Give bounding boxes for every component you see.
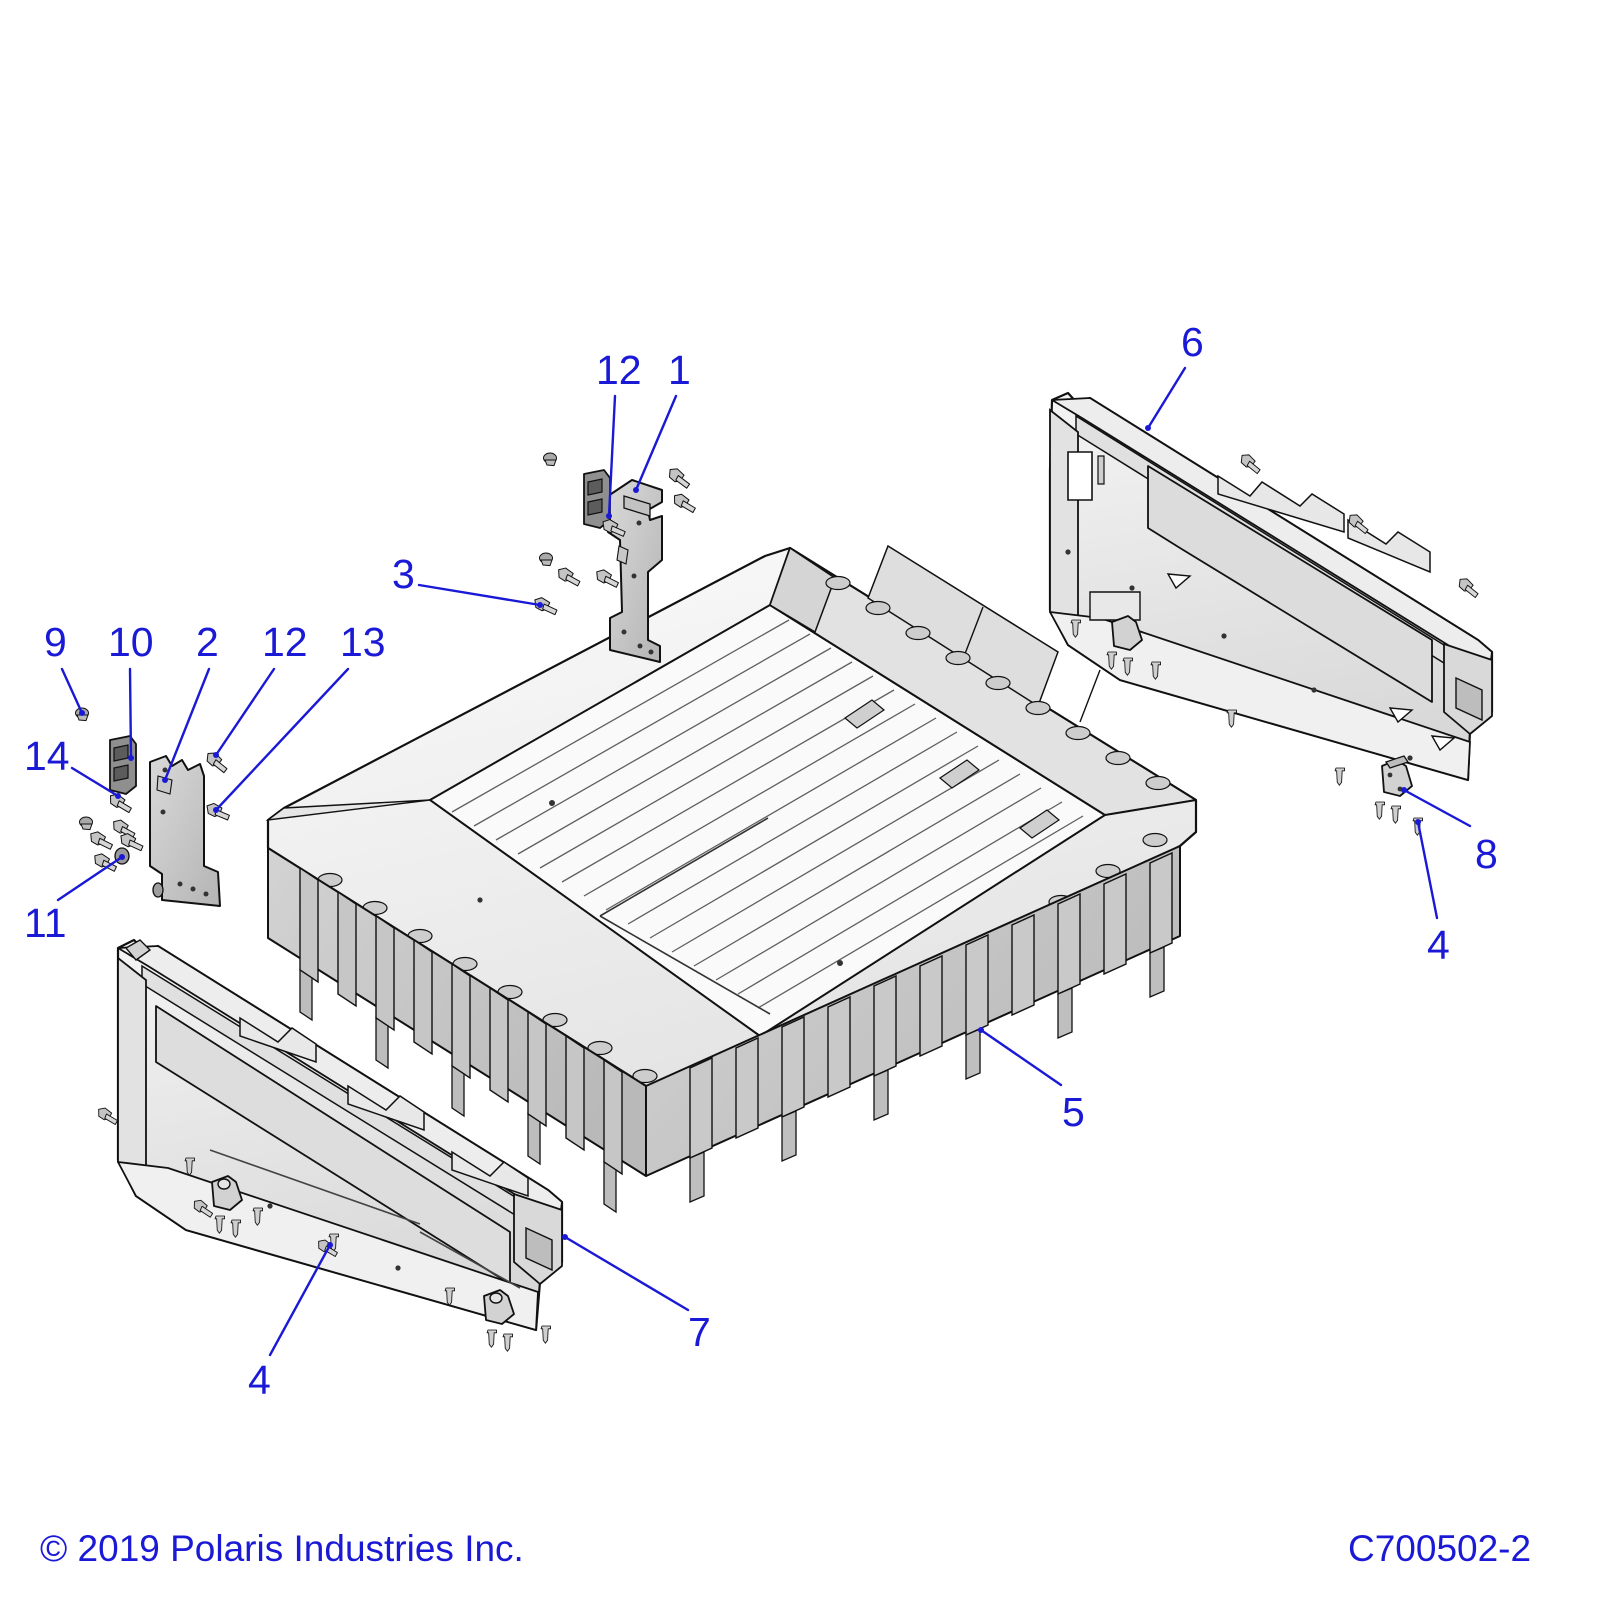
callout-5-tip [978, 1027, 984, 1033]
callout-12-top[interactable]: 12 [596, 347, 642, 393]
callout-4-right[interactable]: 4 [1427, 922, 1450, 968]
callout-11[interactable]: 11 [24, 900, 67, 946]
callout-leader-dots [79, 425, 1421, 1248]
callout-9-tip [79, 710, 85, 716]
callout-8-leader [1402, 788, 1472, 828]
callout-12-left-tip [213, 752, 219, 758]
callout-10-leader [128, 667, 133, 760]
callout-7[interactable]: 7 [688, 1309, 711, 1355]
callout-13-leader [214, 667, 350, 812]
callout-10[interactable]: 10 [108, 619, 154, 665]
callout-6[interactable]: 6 [1181, 319, 1204, 365]
callout-8[interactable]: 8 [1475, 831, 1498, 877]
callout-11-leader [56, 855, 124, 902]
callout-1-tip [633, 487, 639, 493]
callout-2[interactable]: 2 [196, 619, 219, 665]
part-side-panel-right [1048, 391, 1494, 782]
callout-7-tip [562, 1234, 568, 1240]
part-front-bracket-left [75, 707, 232, 907]
callout-9-leader [60, 667, 84, 715]
callout-14[interactable]: 14 [24, 733, 70, 779]
callout-12-top-tip [606, 513, 612, 519]
callout-3-leader [417, 583, 542, 607]
callout-1[interactable]: 1 [668, 347, 691, 393]
callout-14-tip [115, 793, 121, 799]
callout-3-tip [537, 602, 543, 608]
callout-6-leader [1146, 366, 1187, 430]
callout-3[interactable]: 3 [392, 551, 415, 597]
callout-leader-lines [56, 366, 1472, 1357]
callout-4-right-tip [1415, 819, 1421, 825]
part-cargo-box-bed [265, 544, 1198, 1214]
callout-9[interactable]: 9 [44, 619, 67, 665]
part-mounting-clips-left [95, 1105, 551, 1352]
callout-13-tip [213, 807, 219, 813]
callout-8-tip [1401, 787, 1407, 793]
callout-11-tip [119, 854, 125, 860]
callout-5-leader [979, 1028, 1063, 1087]
part-front-bracket-right [531, 452, 699, 663]
callout-2-tip [162, 777, 168, 783]
callout-7-leader [563, 1235, 690, 1312]
callout-5[interactable]: 5 [1062, 1089, 1085, 1135]
callout-1-leader [634, 394, 678, 492]
part-side-panel-left [116, 938, 564, 1332]
callout-4-left[interactable]: 4 [248, 1357, 271, 1403]
screws-right-panel [1070, 451, 1483, 728]
callout-12-top-leader [607, 394, 617, 518]
copyright-notice: © 2019 Polaris Industries Inc. [40, 1528, 524, 1569]
callout-12-left-leader [214, 667, 276, 757]
callout-13[interactable]: 13 [340, 619, 386, 665]
callout-4-left-tip [327, 1242, 333, 1248]
callout-10-tip [128, 755, 134, 761]
callout-4-right-leader [1416, 820, 1439, 920]
callout-14-leader [70, 766, 120, 798]
callout-6-tip [1145, 425, 1151, 431]
callout-12-left[interactable]: 12 [262, 619, 308, 665]
drawing-number: C700502-2 [1348, 1528, 1532, 1569]
part-mounting-clip-right [1334, 755, 1423, 836]
callout-2-leader [163, 667, 211, 782]
callout-4-left-leader [268, 1243, 332, 1357]
